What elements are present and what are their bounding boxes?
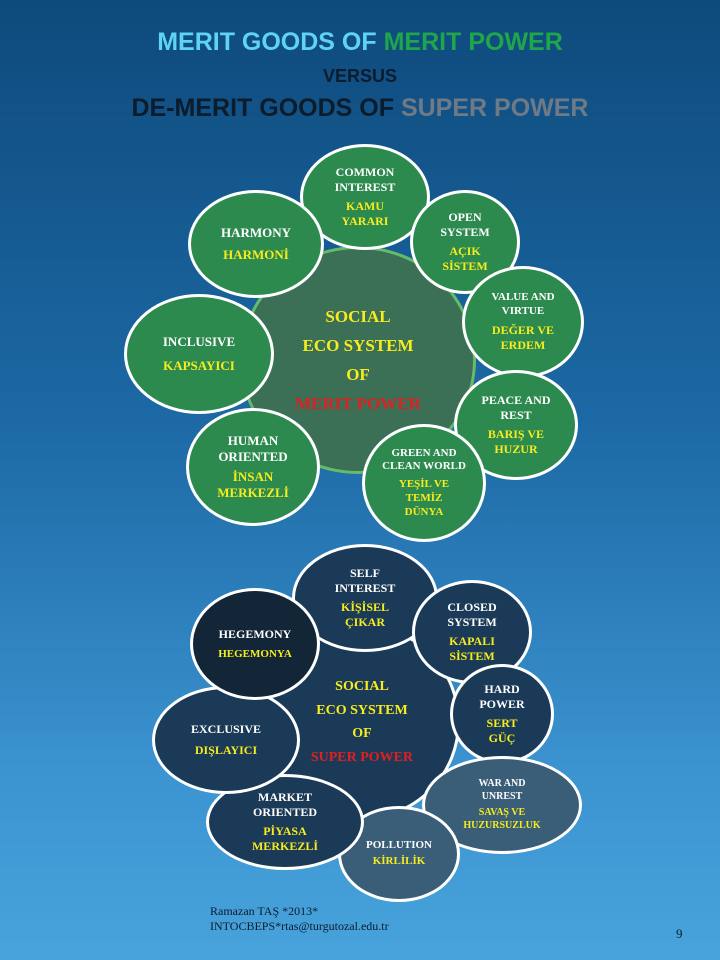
merit-node-inclusive: INCLUSIVE KAPSAYICI bbox=[124, 294, 274, 414]
merit-center-line-3: OF bbox=[346, 365, 370, 384]
title-merit-power: MERIT POWER bbox=[383, 28, 563, 56]
title-line-3: DE-MERIT GOODS OF SUPER POWER bbox=[0, 94, 720, 123]
footer-author: Ramazan TAŞ *2013* bbox=[210, 904, 319, 918]
demerit-center-line-1: SOCIAL bbox=[335, 679, 389, 694]
demerit-center-line-2: ECO SYSTEM bbox=[316, 702, 408, 718]
merit-center-line-1: SOCIAL bbox=[325, 306, 391, 326]
merit-center-line-4: MERIT POWER bbox=[295, 394, 421, 414]
merit-node-human-oriented: HUMAN ORIENTED İNSAN MERKEZLİ bbox=[186, 408, 320, 526]
title-super-power: SUPER POWER bbox=[400, 94, 589, 122]
demerit-node-hard-power: HARD POWER SERT GÜÇ bbox=[450, 664, 554, 764]
demerit-node-hegemony: HEGEMONY HEGEMONYA bbox=[190, 588, 320, 700]
title-merit-goods: MERIT GOODS OF bbox=[157, 28, 384, 56]
page-number: 9 bbox=[676, 926, 683, 941]
footer-credit: Ramazan TAŞ *2013* INTOCBEPS*rtas@turgut… bbox=[210, 904, 389, 934]
title-demerit-goods: DE-MERIT GOODS OF bbox=[131, 94, 401, 122]
merit-node-harmony: HARMONY HARMONİ bbox=[188, 190, 324, 298]
merit-center-line-2: ECO SYSTEM bbox=[302, 335, 414, 355]
merit-node-peace-rest: PEACE AND REST BARIŞ VE HUZUR bbox=[454, 370, 578, 480]
demerit-node-exclusive: EXCLUSIVE DIŞLAYICI bbox=[152, 686, 300, 794]
demerit-center-line-4: SUPER POWER bbox=[310, 749, 414, 765]
merit-node-value-virtue: VALUE AND VIRTUE DEĞER VE ERDEM bbox=[462, 266, 584, 378]
demerit-center-line-3: OF bbox=[352, 726, 372, 741]
merit-node-green-clean-world: GREEN AND CLEAN WORLD YEŞİL VE TEMİZ DÜN… bbox=[362, 424, 486, 542]
title-line-1: MERIT GOODS OF MERIT POWER bbox=[0, 28, 720, 57]
title-versus: VERSUS bbox=[322, 66, 398, 86]
footer-email: INTOCBEPS*rtas@turgutozal.edu.tr bbox=[210, 919, 389, 933]
